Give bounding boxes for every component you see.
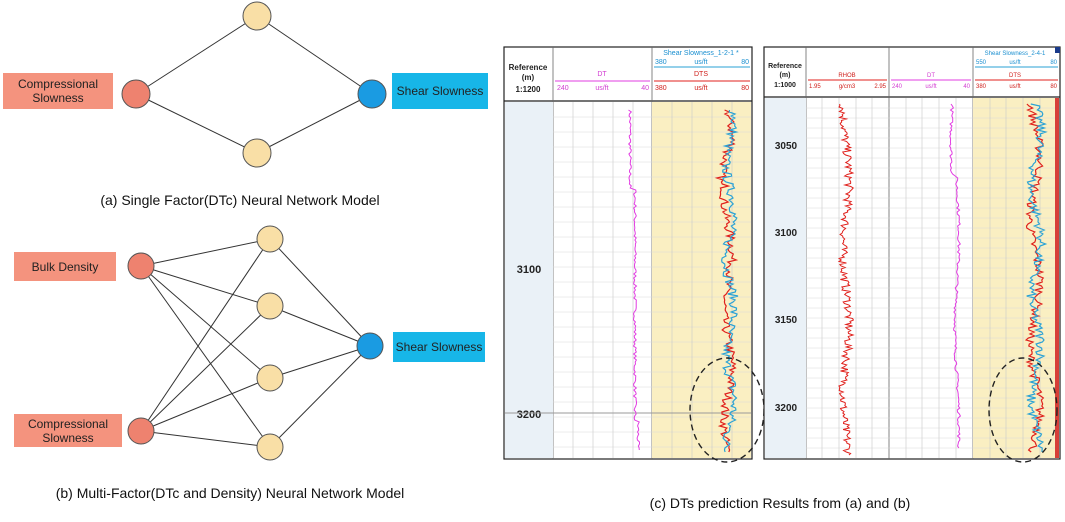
input-box-compressional-a: Compressional Slowness (3, 73, 113, 109)
log1-dt-max: 40 (641, 85, 649, 92)
log1-shear-max: 80 (741, 59, 749, 66)
log1-dt-curve (628, 109, 640, 451)
log1-dts-track (652, 102, 751, 458)
log2-dt-curve (949, 103, 962, 449)
log1-depth-3200: 3200 (517, 409, 541, 421)
log1-unit: (m) (522, 73, 535, 82)
input-box-bulk-density: Bulk Density (14, 252, 116, 281)
log2-dt-name: DT (927, 73, 935, 79)
output-box-shear-a: Shear Slowness (392, 73, 488, 109)
caption-a: (a) Single Factor(DTc) Neural Network Mo… (100, 192, 380, 208)
edge-a-h2-out (256, 93, 373, 154)
log2-shear-unit: us/ft (1009, 60, 1021, 66)
log2-dts-min: 380 (976, 84, 987, 90)
node-b-hidden-1 (256, 225, 284, 253)
log2-depth-track (765, 98, 806, 458)
log-1: Reference (m) 1:1200 DT 240 us/ft 40 She… (503, 46, 765, 463)
caption-b: (b) Multi-Factor(DTc and Density) Neural… (55, 485, 405, 501)
edge-a-in-h2 (135, 93, 258, 154)
log2-scale: 1:1000 (774, 82, 796, 89)
log1-dts-unit: us/ft (694, 85, 707, 92)
edge-b-i2-h1 (140, 238, 271, 432)
log2-shear-min: 550 (976, 60, 987, 66)
log1-dt-name: DT (597, 71, 607, 78)
edge-a-in-h1 (135, 15, 258, 95)
network-b (127, 225, 384, 461)
log2-depth-3050: 3050 (775, 141, 798, 152)
log2-reference: Reference (768, 63, 802, 70)
log2-dts-max: 80 (1050, 84, 1057, 90)
log2-dt-max: 40 (963, 84, 970, 90)
edge-b-i2-h4 (140, 430, 271, 448)
log2-depth-3100: 3100 (775, 228, 798, 239)
log1-dts-min: 380 (655, 85, 667, 92)
edge-b-h3-out (269, 345, 371, 379)
log1-reference: Reference (509, 63, 548, 72)
log2-dts-name: DTS (1009, 73, 1021, 79)
edge-a-h1-out (256, 15, 373, 95)
log2-shear-title: Shear Slowness_2-4-1 (985, 51, 1046, 57)
edge-b-i1-h3 (140, 265, 271, 379)
output-box-shear-b: Shear Slowness (393, 332, 485, 362)
log2-shear-max: 80 (1050, 60, 1057, 66)
log2-rhob-name: RHOB (838, 73, 855, 79)
node-a-input (121, 79, 151, 109)
node-b-hidden-4 (256, 433, 284, 461)
log1-shear-title: Shear Slowness_1-2-1 * (663, 50, 739, 57)
node-a-output (357, 79, 387, 109)
log2-dt-unit: us/ft (925, 84, 937, 90)
log2-dts-unit: us/ft (1009, 84, 1021, 90)
log2-rhob-curve (837, 103, 855, 456)
log1-depth-3100: 3100 (517, 264, 541, 276)
edge-b-i2-h3 (140, 377, 271, 432)
node-a-hidden-2 (242, 138, 272, 168)
log2-unit: (m) (780, 72, 791, 79)
log1-dts-name: DTS (694, 71, 708, 78)
log1-depth-track (505, 102, 553, 458)
log1-dts-max: 80 (741, 85, 749, 92)
log2-highlight-ellipse (988, 357, 1058, 463)
network-a (121, 1, 387, 168)
edge-b-h4-out (269, 345, 371, 448)
node-a-hidden-1 (242, 1, 272, 31)
node-b-input-2 (127, 417, 155, 445)
log1-dt-min: 240 (557, 85, 569, 92)
node-b-output (356, 332, 384, 360)
log-2: Reference (m) 1:1000 RHOB 1.95 g/cm3 2.9… (763, 46, 1061, 463)
node-b-hidden-3 (256, 364, 284, 392)
log1-shear-unit: us/ft (694, 59, 707, 66)
log2-rhob-max: 2.95 (874, 84, 886, 90)
edge-b-i1-h1 (140, 238, 271, 267)
edge-b-i1-h2 (140, 265, 271, 307)
log2-depth-3200: 3200 (775, 403, 798, 414)
input-box-compressional-b: Compressional Slowness (14, 414, 122, 447)
log2-dts-measured-curve (1024, 103, 1046, 453)
log1-dts-predicted-curve (720, 109, 739, 453)
log2-rhob-unit: g/cm3 (839, 84, 856, 90)
log2-dt-min: 240 (892, 84, 903, 90)
caption-c: (c) DTs prediction Results from (a) and … (649, 495, 911, 511)
log2-dts-predicted-curve (1025, 103, 1048, 453)
log1-scale: 1:1200 (516, 85, 541, 94)
edge-b-h1-out (269, 238, 371, 347)
log2-rhob-min: 1.95 (809, 84, 821, 90)
edge-b-i1-h4 (140, 265, 271, 448)
log1-shear-min: 380 (655, 59, 667, 66)
edge-b-h2-out (269, 305, 371, 347)
log2-depth-3150: 3150 (775, 315, 798, 326)
edge-b-i2-h2 (140, 305, 271, 432)
node-b-hidden-2 (256, 292, 284, 320)
log1-dt-unit: us/ft (595, 85, 608, 92)
node-b-input-1 (127, 252, 155, 280)
